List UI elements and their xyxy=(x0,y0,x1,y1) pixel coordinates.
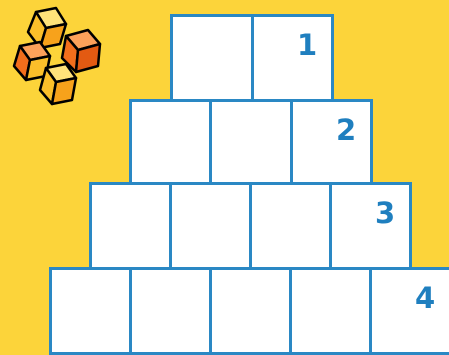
pyramid-cell-row4-1[interactable] xyxy=(49,267,132,355)
pyramid-cell-row2-1[interactable] xyxy=(129,99,212,186)
pyramid-cell-row3-2[interactable] xyxy=(169,182,252,271)
pyramid-cell-row3-4[interactable] xyxy=(329,182,412,271)
pyramid-cell-row4-5[interactable] xyxy=(369,267,449,355)
pyramid-cell-row4-3[interactable] xyxy=(209,267,292,355)
pyramid-cell-row2-3[interactable] xyxy=(290,99,373,186)
pyramid-cell-row1-1[interactable] xyxy=(170,14,254,103)
pyramid-cell-row1-2[interactable] xyxy=(251,14,334,103)
row-number-label: 4 xyxy=(415,284,435,313)
pyramid-cell-row4-2[interactable] xyxy=(129,267,212,355)
pyramid-cell-row4-4[interactable] xyxy=(289,267,372,355)
row-number-label: 3 xyxy=(375,199,395,228)
pyramid-cell-row2-2[interactable] xyxy=(209,99,293,186)
row-number-label: 2 xyxy=(336,116,356,145)
row-number-label: 1 xyxy=(297,31,317,60)
pyramid-cell-row3-3[interactable] xyxy=(249,182,332,271)
pyramid-cell-row3-1[interactable] xyxy=(89,182,172,271)
